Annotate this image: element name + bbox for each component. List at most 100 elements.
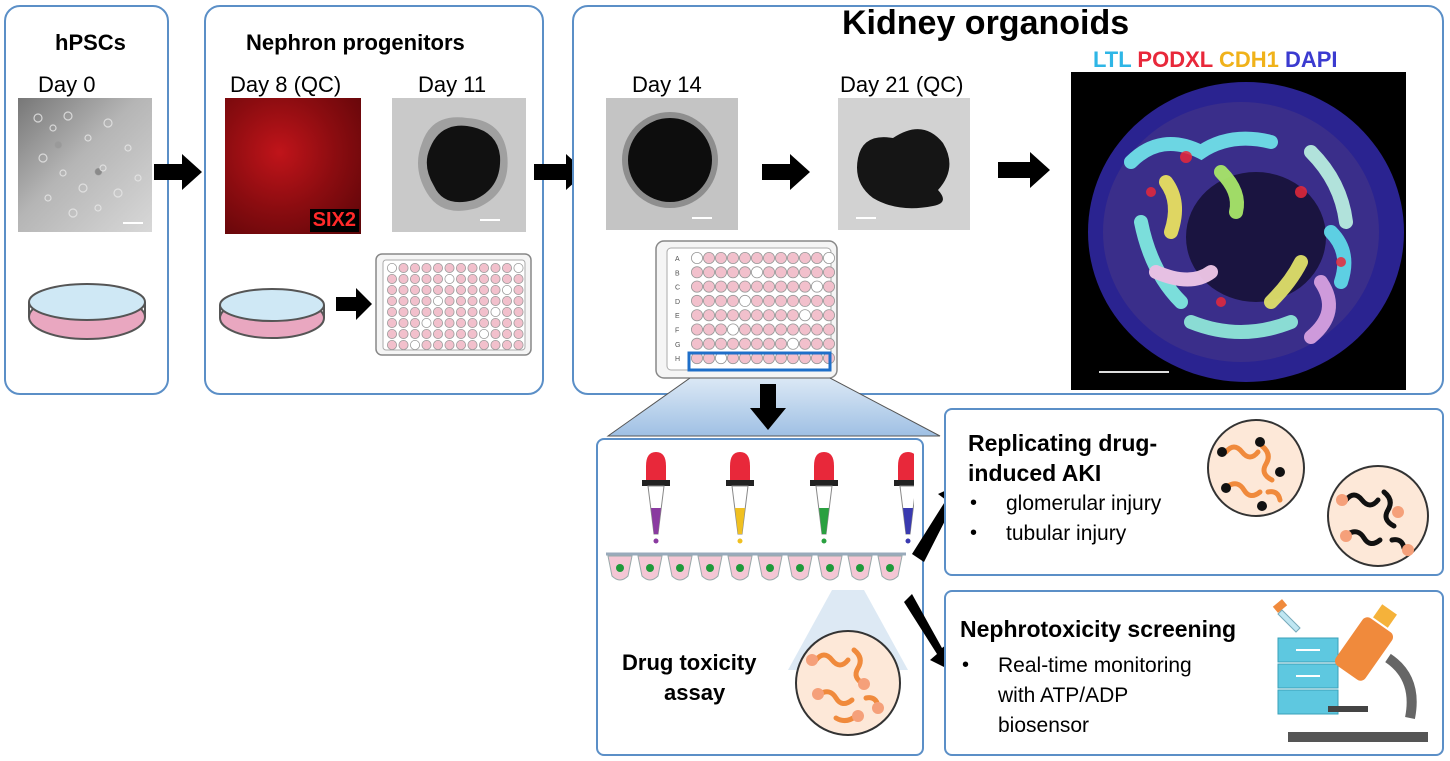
plate-well — [691, 323, 704, 336]
screening-bullet: • — [962, 654, 970, 676]
plate-well — [751, 337, 764, 350]
plate-well — [703, 323, 716, 336]
plate-well — [786, 309, 799, 322]
plate-well — [433, 329, 444, 340]
plate-well — [467, 340, 478, 351]
strip-organoid — [886, 564, 894, 572]
plate-well — [739, 337, 752, 350]
plate-well — [456, 285, 467, 296]
plate-well — [775, 309, 788, 322]
organoid-icon — [1207, 419, 1305, 517]
plate-well — [775, 294, 788, 307]
strip-organoid — [706, 564, 714, 572]
plate-well — [703, 251, 716, 264]
plate-well — [810, 337, 823, 350]
plate-well — [715, 337, 728, 350]
plate-well — [763, 337, 776, 350]
strip-organoid — [766, 564, 774, 572]
plate-well — [398, 262, 409, 273]
plate-well — [810, 280, 823, 293]
plate-well — [763, 280, 776, 293]
plate-well — [467, 296, 478, 307]
plate-well — [386, 262, 397, 273]
plate-well — [467, 307, 478, 318]
arrow-icon — [998, 152, 1050, 188]
plate-well — [410, 296, 421, 307]
plate-well — [467, 273, 478, 284]
plate-well — [410, 329, 421, 340]
plate-well — [456, 329, 467, 340]
plate-well — [456, 340, 467, 351]
plate-well — [715, 323, 728, 336]
plate-well — [467, 285, 478, 296]
plate-well — [786, 280, 799, 293]
dropper-icon — [1272, 599, 1301, 633]
plate-well — [490, 318, 501, 329]
plate-well — [715, 266, 728, 279]
plate-well — [691, 309, 704, 322]
plate-well — [502, 307, 513, 318]
plate-well — [786, 337, 799, 350]
nephron-day11-label: Day 11 — [418, 72, 487, 97]
organoid-day21-label: Day 21 (QC) — [840, 72, 964, 97]
plate-well — [786, 294, 799, 307]
plate-row-label: H — [675, 356, 680, 363]
plate-well — [739, 323, 752, 336]
day11-brightfield-image — [392, 98, 526, 232]
plate-well — [479, 329, 490, 340]
plate-well — [444, 262, 455, 273]
plate-well — [433, 273, 444, 284]
plate-well — [822, 280, 835, 293]
plate-well — [798, 294, 811, 307]
plate-well — [727, 294, 740, 307]
plate-well — [433, 318, 444, 329]
plate-well — [786, 323, 799, 336]
day21-organoid — [856, 129, 950, 219]
plate-well — [490, 273, 501, 284]
plate-well — [751, 294, 764, 307]
plate-row-label: A — [675, 256, 680, 263]
organoid-fluorescence-render — [1088, 82, 1404, 382]
plate-well — [479, 340, 490, 351]
plate-well — [421, 262, 432, 273]
arrow-icon — [336, 288, 372, 320]
plate-well — [398, 329, 409, 340]
assay-title-line2: assay — [664, 680, 726, 705]
nephron-title: Nephron progenitors — [246, 30, 465, 55]
screening-line3: biosensor — [998, 714, 1090, 737]
plate-well — [398, 340, 409, 351]
plate-well — [410, 262, 421, 273]
dropper-icon — [810, 452, 838, 544]
plate-well — [386, 296, 397, 307]
plate-well — [513, 262, 524, 273]
plate-well — [444, 273, 455, 284]
aki-title-line2: induced AKI — [968, 460, 1102, 486]
dropper-strip — [606, 452, 914, 581]
plate-well — [715, 309, 728, 322]
plate-well — [751, 266, 764, 279]
plate-well — [502, 285, 513, 296]
plate-well — [490, 296, 501, 307]
plate-well — [810, 323, 823, 336]
plate-well — [502, 296, 513, 307]
plate-well — [513, 329, 524, 340]
strip-organoid — [646, 564, 654, 572]
plate-well — [751, 280, 764, 293]
strip-organoid — [796, 564, 804, 572]
six2-stain-image: SIX2 — [225, 98, 361, 234]
marker-legend: LTL PODXL CDH1 DAPI — [1093, 47, 1338, 73]
plate-well — [456, 273, 467, 284]
plate-well — [822, 266, 835, 279]
plate-well — [739, 294, 752, 307]
plate-well — [502, 318, 513, 329]
nephron-day8-label: Day 8 (QC) — [230, 72, 342, 97]
plate-well — [798, 309, 811, 322]
lab-illustration — [1272, 599, 1428, 742]
plate-well — [798, 251, 811, 264]
microscope-icon — [1288, 604, 1428, 742]
plate-well — [513, 340, 524, 351]
plate-well — [751, 323, 764, 336]
plate-well — [703, 294, 716, 307]
plate-well — [421, 285, 432, 296]
